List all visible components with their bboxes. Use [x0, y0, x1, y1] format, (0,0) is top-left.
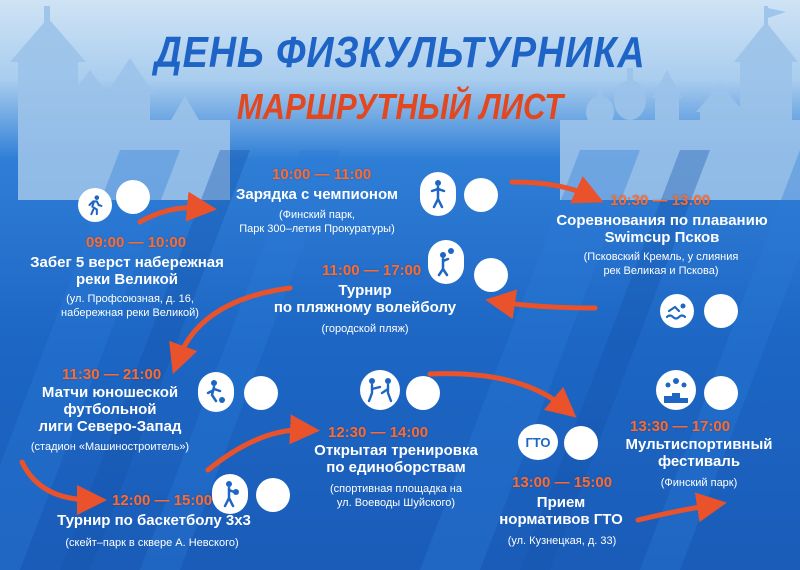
- event-place: (Финский парк): [660, 477, 738, 489]
- check-circle[interactable]: [704, 376, 738, 410]
- page-title: ДЕНЬ ФИЗКУЛЬТУРНИКА: [154, 28, 646, 77]
- exercise-icon: [420, 172, 456, 216]
- runner-icon: [78, 188, 112, 222]
- martial-arts-icon: [360, 370, 400, 410]
- football-icon: [198, 372, 234, 412]
- gto-icon: ГТО: [518, 424, 558, 460]
- page-subtitle: МАРШРУТНЫЙ ЛИСТ: [236, 86, 564, 127]
- event-time: 12:30 — 14:00: [328, 424, 429, 441]
- event-place: (стадион «Машиностроитель»): [30, 441, 190, 453]
- check-circle[interactable]: [116, 180, 150, 214]
- kremlin-skyline: [10, 6, 800, 200]
- event-time: 10:00 — 11:00: [272, 166, 372, 183]
- event-name: Турнир по баскетболу 3х3: [57, 512, 251, 529]
- event-time: 11:30 — 21:00: [62, 366, 162, 383]
- check-circle[interactable]: [256, 478, 290, 512]
- check-circle[interactable]: [464, 178, 498, 212]
- basketball-icon: [212, 474, 248, 514]
- event-place: (скейт–парк в сквере А. Невского): [65, 537, 239, 549]
- event-time: 12:00 — 15:00: [112, 492, 213, 509]
- event-place: (городской пляж): [321, 323, 409, 335]
- podium-icon: [656, 370, 696, 410]
- check-circle[interactable]: [704, 294, 738, 328]
- event-place: (ул. Кузнецкая, д. 33): [507, 535, 617, 547]
- event-time: 13:00 — 15:00: [512, 474, 613, 491]
- event-time: 11:00 — 17:00: [322, 262, 422, 279]
- check-circle[interactable]: [474, 258, 508, 292]
- check-circle[interactable]: [406, 376, 440, 410]
- event-place: (Финский парк,Парк 300–летия Прокуратуры…: [239, 209, 395, 235]
- check-circle[interactable]: [564, 426, 598, 460]
- event-place: (ул. Профсоюзная, д. 16,набережная реки …: [61, 293, 199, 319]
- swimmer-icon: [660, 294, 694, 328]
- check-circle[interactable]: [244, 376, 278, 410]
- event-time: 13:30 — 17:00: [630, 418, 731, 435]
- event-time: 09:00 — 10:00: [86, 234, 187, 251]
- event-time: 10:30 — 13:00: [610, 192, 711, 209]
- volleyball-icon: [428, 240, 464, 284]
- event-name: Зарядка с чемпионом: [235, 186, 399, 203]
